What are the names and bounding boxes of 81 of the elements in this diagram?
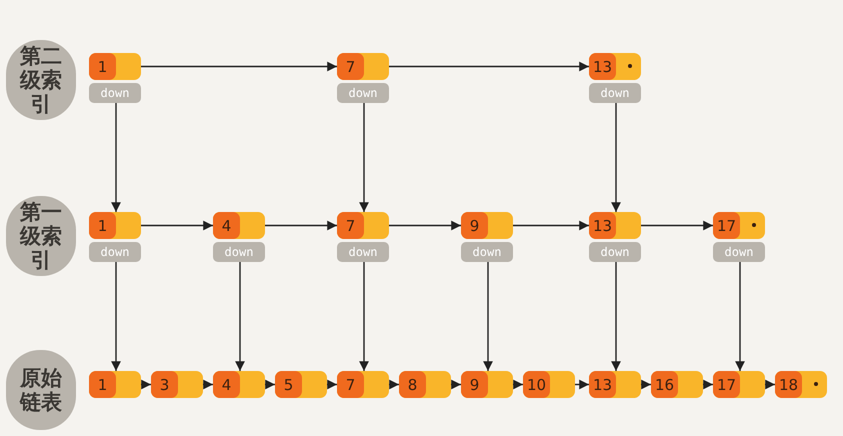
level-label: 第一级索引 [18,200,63,272]
down-pointer: down [461,242,513,262]
arrow [513,220,589,230]
node-value: 17 [713,371,740,398]
list-node [589,371,641,398]
node-value: 9 [461,371,488,398]
level-label: 第二级索引 [18,44,63,116]
node-value: 8 [399,371,426,398]
arrow [483,262,493,371]
node-value: 16 [651,371,678,398]
level-label: 原始链表 [18,366,63,414]
arrow [389,380,399,390]
arrow [327,380,337,390]
node-value: 18 [775,371,802,398]
arrow [451,380,461,390]
node-value: 9 [461,212,488,239]
list-node [775,371,827,398]
arrow [111,262,121,371]
node-value: 7 [337,212,364,239]
node-value: 5 [275,371,302,398]
arrow [203,380,213,390]
arrow [641,380,651,390]
arrow [611,262,621,371]
arrow [611,103,621,212]
list-node [89,212,141,239]
node-value: 13 [589,212,616,239]
list-node [461,212,513,239]
arrow [235,262,245,371]
node-value: 7 [337,371,364,398]
arrow [641,220,713,230]
down-pointer: down [213,242,265,262]
arrow [111,103,121,212]
down-pointer: down [589,83,641,103]
node-value: 17 [713,212,740,239]
arrow [513,380,523,390]
arrow [703,380,713,390]
list-node [589,212,641,239]
node-value: 10 [523,371,550,398]
list-node [151,371,203,398]
down-pointer: down [337,83,389,103]
list-node [713,371,765,398]
node-value: 1 [89,53,116,80]
down-pointer: down [589,242,641,262]
list-node [213,212,265,239]
list-node [337,212,389,239]
node-value: 4 [213,371,240,398]
list-node [461,371,513,398]
down-pointer: down [337,242,389,262]
arrow [265,220,337,230]
arrow [735,262,745,371]
arrow [359,103,369,212]
node-value: 13 [589,53,616,80]
arrow [265,380,275,390]
list-node [337,371,389,398]
down-pointer: down [89,83,141,103]
arrow [575,380,589,390]
list-node [89,53,141,80]
list-node [589,53,641,80]
list-node [275,371,327,398]
list-node [651,371,703,398]
down-pointer: down [713,242,765,262]
arrow [765,380,775,390]
list-node [713,212,765,239]
arrow [141,220,213,230]
node-value: 1 [89,371,116,398]
arrow [141,62,337,72]
node-value: 1 [89,212,116,239]
list-node [399,371,451,398]
node-value: 7 [337,53,364,80]
list-node [523,371,575,398]
down-pointer: down [89,242,141,262]
arrow [389,62,589,72]
arrow [389,220,461,230]
node-value: 13 [589,371,616,398]
list-node [337,53,389,80]
list-node [213,371,265,398]
list-node [89,371,141,398]
node-value: 3 [151,371,178,398]
arrow [359,262,369,371]
node-value: 4 [213,212,240,239]
arrow [141,380,151,390]
